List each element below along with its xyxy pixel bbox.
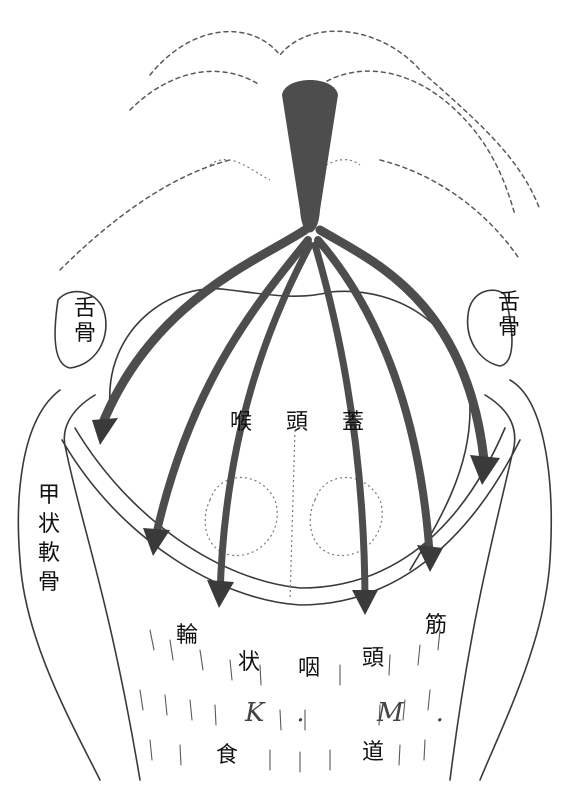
esophagus-char-2: 道 [362, 742, 384, 764]
arrowheads [92, 418, 500, 615]
hyoid-label-right-char-1: 舌 [498, 292, 520, 314]
hyoid-label-right-char-2: 骨 [498, 317, 520, 339]
hyoid-label-left-char-1: 舌 [74, 298, 96, 320]
artist-signature: K. M. [245, 700, 476, 726]
thyroid-label-char-3: 軟 [38, 543, 60, 565]
thyroid-cartilage-label: 甲 状 軟 骨 [38, 485, 60, 594]
cricopharyngeus-char-3: 咽 [298, 658, 320, 680]
epiglottis-char-3: 蓋 [342, 412, 364, 434]
arytenoid-right-dotted [310, 478, 382, 556]
esophagus-char-1: 食 [216, 745, 238, 767]
cricopharyngeus-char-5: 筋 [425, 615, 447, 637]
thyroid-label-char-4: 骨 [38, 572, 60, 594]
epiglottis-char-1: 喉 [230, 412, 252, 434]
cricopharyngeus-char-2: 状 [238, 652, 260, 674]
cricopharyngeus-char-4: 頭 [362, 648, 384, 670]
muscle-branch-right [318, 240, 430, 560]
thyroid-label-char-2: 状 [38, 514, 60, 536]
thyroid-left-inner [64, 395, 140, 780]
dotted-outline [210, 160, 360, 180]
hyoid-label-left: 舌 骨 [74, 298, 96, 345]
tongue-outline-dashed [150, 31, 540, 210]
thyroid-right-wall [480, 380, 551, 780]
epiglottis-char-2: 頭 [286, 412, 308, 434]
muscle-stalk [282, 80, 338, 233]
hyoid-label-left-char-2: 骨 [74, 323, 96, 345]
midline-dotted [290, 430, 295, 600]
cricopharyngeus-char-1: 輪 [176, 625, 198, 647]
vallecula-dashed [60, 160, 520, 270]
arytenoid-left-dotted [205, 478, 277, 556]
cricoid-curve-inner [75, 428, 505, 588]
hyoid-label-right: 舌 骨 [498, 292, 520, 339]
thyroid-label-char-1: 甲 [38, 485, 60, 507]
